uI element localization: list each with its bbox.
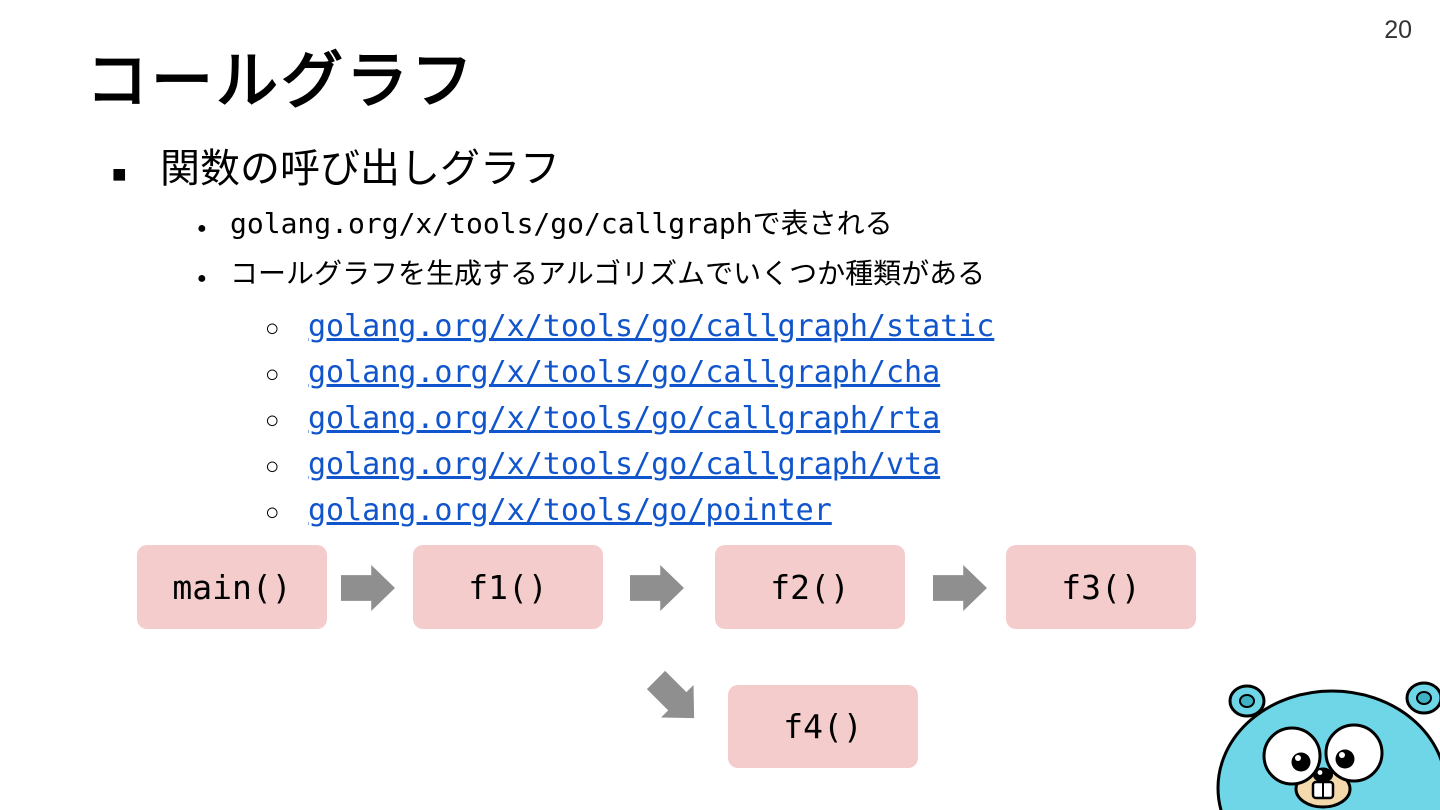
link-callgraph-cha[interactable]: golang.org/x/tools/go/callgraph/cha (308, 355, 941, 390)
bullet-circle-icon: ○ (265, 499, 280, 526)
arrow-main-to-f1-icon (341, 565, 395, 611)
node-f1: f1() (413, 545, 603, 629)
list-item-link: ○ golang.org/x/tools/go/pointer (0, 489, 1200, 535)
link-pointer[interactable]: golang.org/x/tools/go/pointer (308, 493, 832, 528)
go-gopher-mascot (1202, 668, 1440, 810)
code-text: golang.org/x/tools/go/callgraph (230, 207, 753, 240)
arrow-f1-to-f4-icon (640, 664, 711, 735)
list-item-link: ○ golang.org/x/tools/go/callgraph/rta (0, 397, 1200, 443)
arrow-f2-to-f3-icon (933, 565, 987, 611)
node-f3: f3() (1006, 545, 1196, 629)
gopher-right-ear-icon (1405, 681, 1440, 715)
bullet-circle-icon: ○ (265, 407, 280, 434)
list-item-heading: ■ 関数の呼び出しグラフ (0, 143, 1200, 201)
node-f4: f4() (728, 685, 918, 768)
list-item-link: ○ golang.org/x/tools/go/callgraph/static (0, 305, 1200, 351)
node-f2: f2() (715, 545, 905, 629)
bullet-circle-icon: ○ (265, 361, 280, 388)
node-main: main() (137, 545, 327, 629)
bullet-circle-icon: ○ (265, 315, 280, 342)
gopher-left-ear-icon (1228, 684, 1266, 718)
arrow-f1-to-f2-icon (630, 565, 684, 611)
list-item-algorithms: ● コールグラフを生成するアルゴリズムでいくつか種類がある (0, 251, 1200, 301)
page-number: 20 (1384, 16, 1412, 44)
list-item-link: ○ golang.org/x/tools/go/callgraph/cha (0, 351, 1200, 397)
list-item-link: ○ golang.org/x/tools/go/callgraph/vta (0, 443, 1200, 489)
link-list: ○ golang.org/x/tools/go/callgraph/static… (0, 305, 1200, 535)
bullet-square-icon: ■ (112, 161, 127, 188)
slide-title: コールグラフ (86, 47, 477, 116)
link-callgraph-vta[interactable]: golang.org/x/tools/go/callgraph/vta (308, 447, 941, 482)
heading-text: 関数の呼び出しグラフ (160, 147, 560, 191)
list-item-callgraph: ● golang.org/x/tools/go/callgraphで表される (0, 201, 1200, 251)
bullet-list: ■ 関数の呼び出しグラフ ● golang.org/x/tools/go/cal… (0, 143, 1200, 535)
bullet-dot-icon: ● (197, 270, 207, 287)
bullet-circle-icon: ○ (265, 453, 280, 480)
link-callgraph-static[interactable]: golang.org/x/tools/go/callgraph/static (308, 309, 995, 344)
list-item-text: コールグラフを生成するアルゴリズムでいくつか種類がある (230, 258, 986, 289)
bullet-dot-icon: ● (197, 220, 207, 237)
link-callgraph-rta[interactable]: golang.org/x/tools/go/callgraph/rta (308, 401, 941, 436)
suffix-text: で表される (752, 208, 893, 239)
